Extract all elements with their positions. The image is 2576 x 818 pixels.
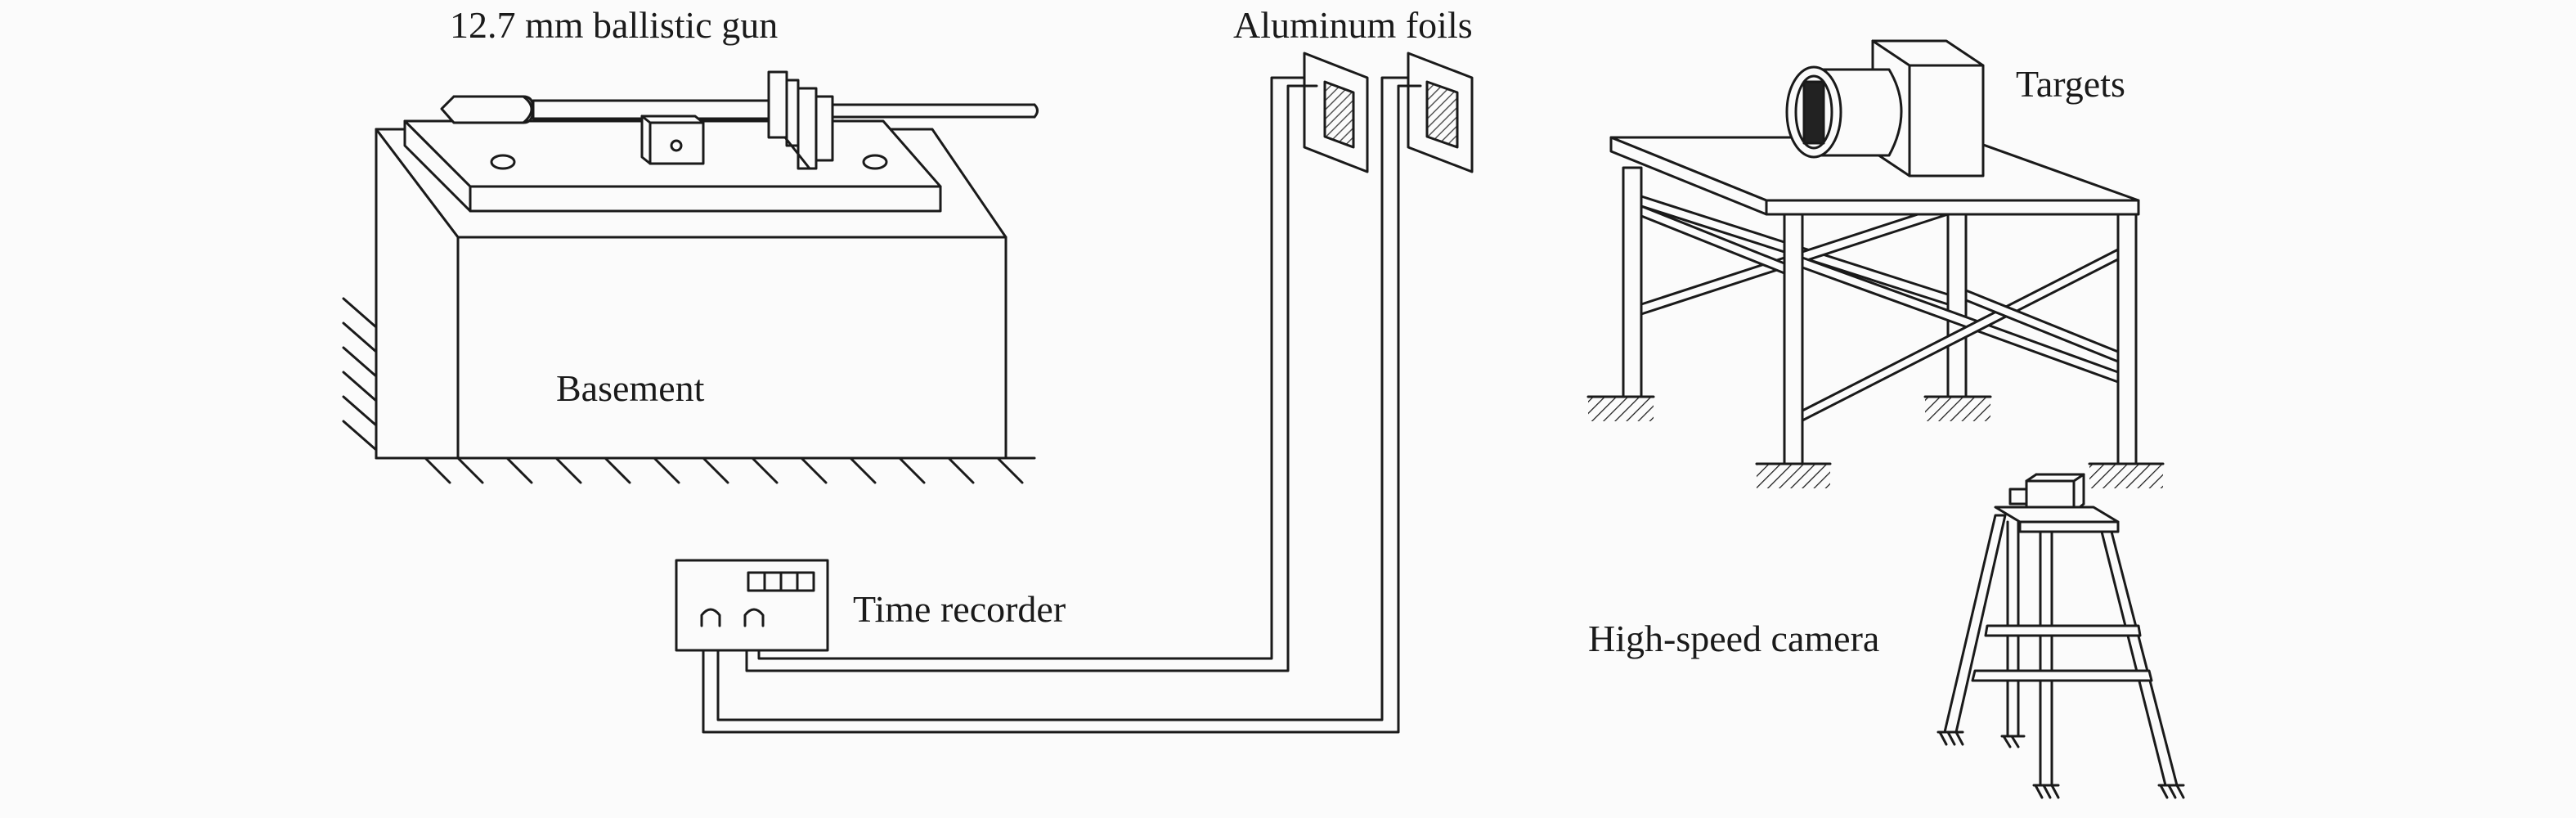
high-speed-camera-label: High-speed camera [1588, 618, 1880, 659]
basement-label: Basement [556, 367, 705, 409]
targets-label: Targets [2016, 63, 2125, 105]
target-table [1586, 136, 2165, 488]
targets-assembly [1785, 39, 1985, 178]
ballistic-gun [403, 70, 1039, 213]
signal-cables [702, 76, 1422, 734]
aluminum-foil-2 [1407, 52, 1474, 173]
gun-label: 12.7 mm ballistic gun [450, 4, 779, 46]
time-recorder [675, 559, 829, 652]
high-speed-camera [1936, 473, 2185, 799]
aluminum-foils-label: Aluminum foils [1233, 4, 1473, 46]
aluminum-foil-1 [1303, 52, 1369, 173]
time-recorder-label: Time recorder [853, 588, 1066, 630]
